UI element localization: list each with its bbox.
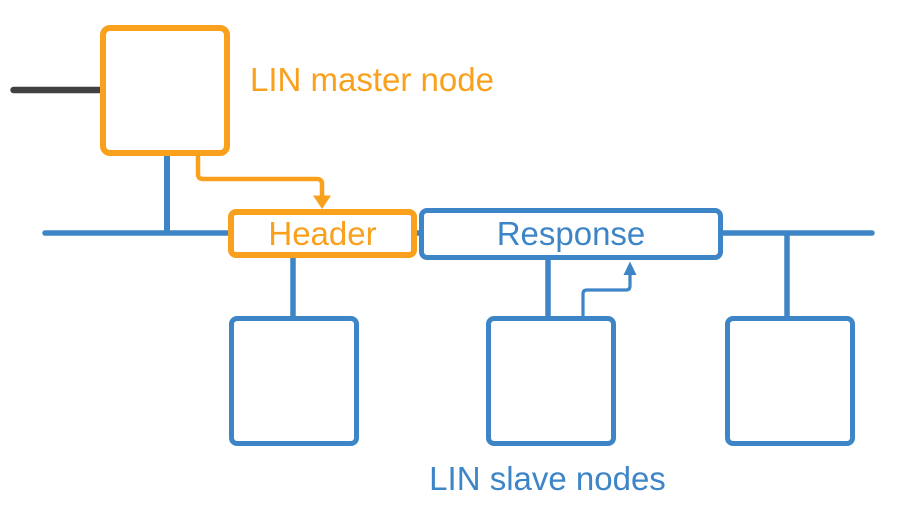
slave-node-box-3 <box>725 316 855 446</box>
up-arrowhead-icon <box>623 261 637 275</box>
slave-to-response-arrow <box>581 261 637 317</box>
master-node-label: LIN master node <box>250 61 494 98</box>
header-label: Header <box>268 214 377 252</box>
header-frame-box: Header <box>228 209 417 258</box>
master-node-box <box>100 25 230 156</box>
response-label: Response <box>496 215 646 252</box>
slave-nodes-label: LIN slave nodes <box>429 460 666 497</box>
down-arrowhead-icon <box>313 195 331 209</box>
master-to-header-arrow <box>195 154 331 209</box>
response-frame-box: Response <box>419 208 723 260</box>
master-to-header-arrow-line <box>195 154 325 197</box>
slave-node-box-2 <box>486 316 616 446</box>
slave-node-box-1 <box>229 316 359 446</box>
slave-to-response-arrow-line <box>581 274 632 317</box>
